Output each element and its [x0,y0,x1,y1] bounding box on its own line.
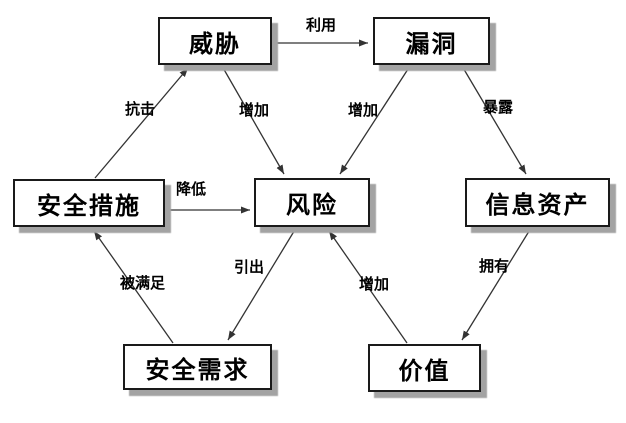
edge-vuln-increase-line [339,65,411,175]
node-threat: 威胁 [158,17,272,65]
edge-value-increase-line [328,230,408,344]
edge-label-value-increase: 增加 [359,275,390,293]
node-risk: 风险 [254,178,370,227]
node-security-requirement: 安全需求 [123,344,272,390]
edge-label-derive: 引出 [234,258,265,276]
node-value-label: 价值 [398,356,451,385]
edge-label-own: 拥有 [479,257,510,275]
node-information-asset: 信息资产 [465,178,610,227]
edge-resist-line [94,67,189,179]
edge-label-vuln-increase: 增加 [348,101,379,119]
node-value: 价值 [368,344,481,392]
edge-derive-line [227,227,297,341]
edge-satisfy-line [93,230,174,344]
edge-label-threat-increase: 增加 [239,101,270,119]
edge-label-resist: 抗击 [125,100,156,118]
edge-threat-increase-line [221,65,285,175]
node-threat-label: 威胁 [189,29,241,58]
node-safeguard-label: 安全措施 [37,191,141,220]
edge-own-line [461,227,532,341]
edge-label-expose: 暴露 [483,98,514,116]
node-security-requirement-label: 安全需求 [145,355,250,384]
edge-label-exploit: 利用 [306,16,337,34]
node-risk-label: 风险 [286,191,338,219]
node-vulnerability-label: 漏洞 [405,29,458,58]
edge-expose-line [461,65,527,175]
node-safeguard: 安全措施 [13,179,165,227]
edge-label-satisfy: 被满足 [120,274,166,292]
edge-label-reduce: 降低 [176,180,207,198]
node-vulnerability: 漏洞 [373,17,490,65]
node-information-asset-label: 信息资产 [485,191,590,219]
